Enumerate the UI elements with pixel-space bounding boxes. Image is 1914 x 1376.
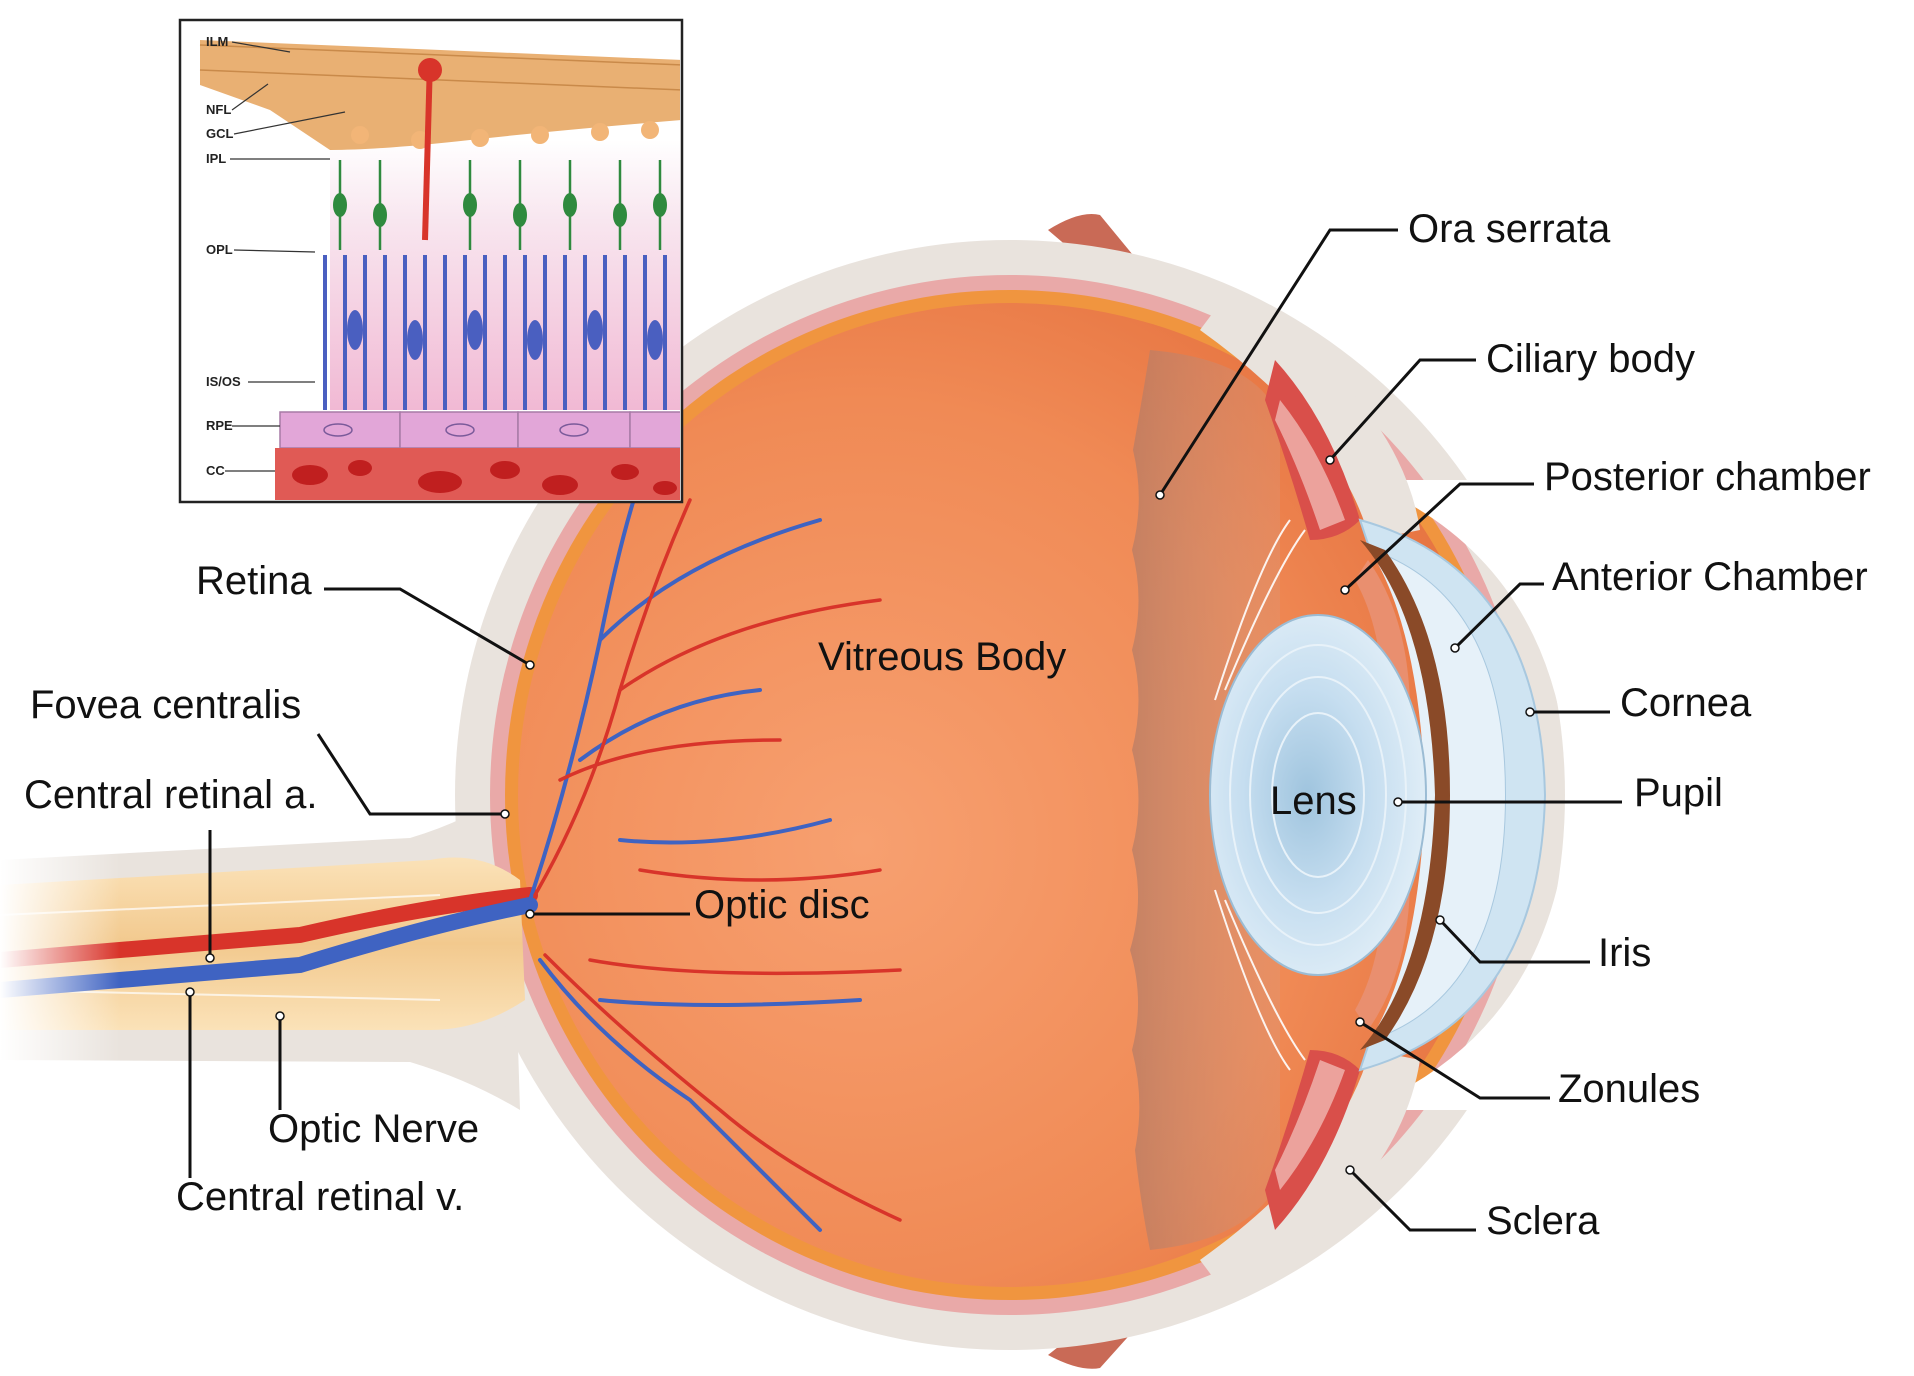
label-lens: Lens: [1270, 779, 1357, 823]
label-optic-disc: Optic disc: [694, 883, 870, 927]
inset-label-rpe: RPE: [206, 418, 233, 433]
label-central-retinal-artery: Central retinal a.: [24, 773, 317, 817]
label-optic-nerve: Optic Nerve: [268, 1107, 479, 1151]
label-iris: Iris: [1598, 931, 1651, 975]
label-vitreous-body: Vitreous Body: [818, 635, 1066, 679]
label-pupil: Pupil: [1634, 771, 1723, 815]
label-ciliary-body: Ciliary body: [1486, 337, 1695, 381]
inset-label-nfl: NFL: [206, 102, 231, 117]
inset-label-opl: OPL: [206, 242, 233, 257]
label-retina: Retina: [196, 559, 312, 603]
retina-layers-inset: ILM NFL GCL IPL OPL IS/OS RPE CC: [180, 20, 690, 502]
label-central-retinal-vein: Central retinal v.: [176, 1175, 464, 1219]
label-cornea: Cornea: [1620, 681, 1752, 725]
inset-label-cc: CC: [206, 463, 225, 478]
label-sclera: Sclera: [1486, 1199, 1600, 1243]
label-posterior-chamber: Posterior chamber: [1544, 455, 1871, 499]
inset-label-ilm: ILM: [206, 34, 228, 49]
label-fovea-centralis: Fovea centralis: [30, 683, 301, 727]
label-zonules: Zonules: [1558, 1067, 1700, 1111]
inset-label-isos: IS/OS: [206, 374, 241, 389]
label-anterior-chamber: Anterior Chamber: [1552, 555, 1868, 599]
inset-label-ipl: IPL: [206, 151, 226, 166]
inset-label-gcl: GCL: [206, 126, 234, 141]
label-ora-serrata: Ora serrata: [1408, 207, 1611, 251]
